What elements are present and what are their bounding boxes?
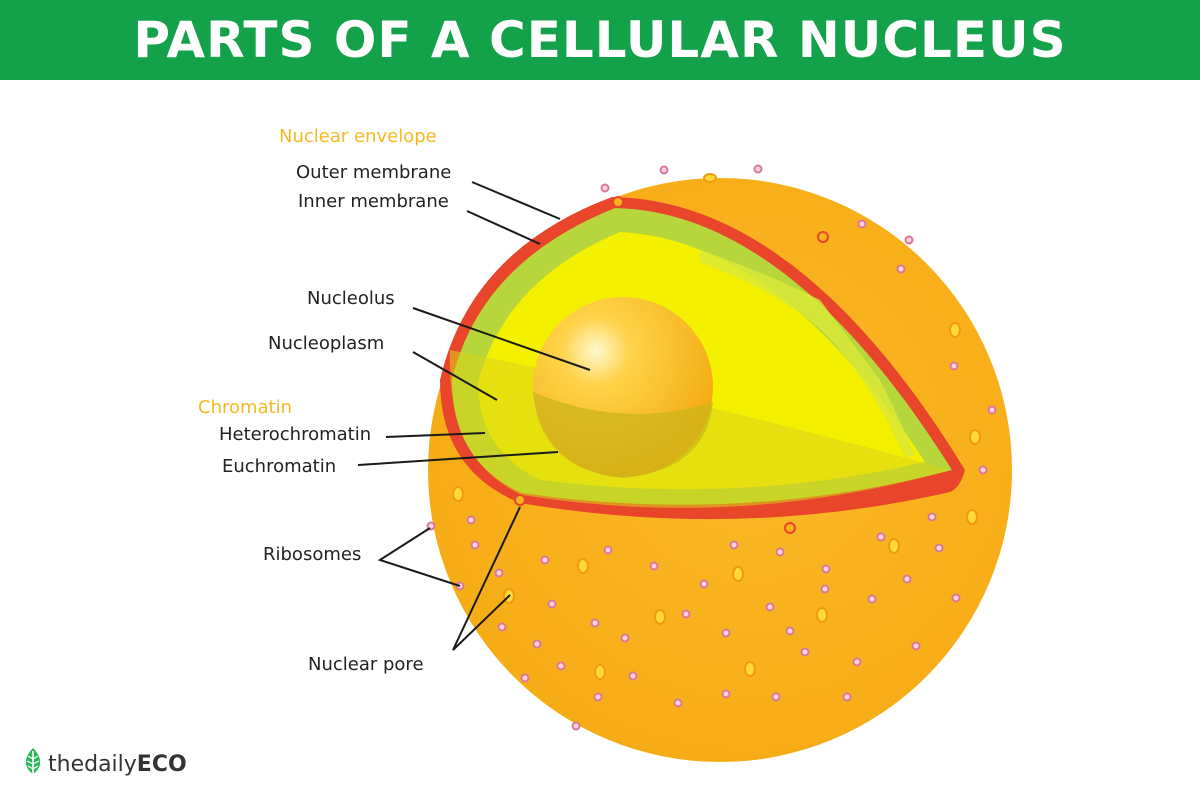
label-inner-membrane: Inner membrane bbox=[298, 191, 449, 212]
label-ribosomes: Ribosomes bbox=[263, 544, 361, 565]
ribosomes-group bbox=[426, 164, 997, 731]
header-banner: PARTS OF A CELLULAR NUCLEUS bbox=[0, 0, 1200, 80]
nuclear-pore bbox=[514, 494, 526, 506]
nucleolus-shadow bbox=[533, 392, 713, 478]
brand-name: thedailyECO bbox=[48, 751, 187, 777]
label-nuclear-envelope: Nuclear envelope bbox=[279, 126, 437, 147]
leaf-icon bbox=[25, 748, 41, 780]
label-outer-membrane: Outer membrane bbox=[296, 162, 451, 183]
nucleus-diagram: Nuclear envelope Outer membrane Inner me… bbox=[198, 126, 1012, 762]
label-nuclear-pore: Nuclear pore bbox=[308, 654, 424, 675]
label-nucleoplasm: Nucleoplasm bbox=[268, 333, 384, 354]
pores-group bbox=[452, 173, 981, 680]
label-nucleolus: Nucleolus bbox=[307, 288, 395, 309]
leader-lines bbox=[357, 181, 591, 651]
nuclear-pore bbox=[784, 522, 796, 534]
nuclear-pore bbox=[612, 196, 624, 208]
label-heterochromatin: Heterochromatin bbox=[219, 424, 371, 445]
nuclear-pore bbox=[817, 231, 829, 243]
label-euchromatin: Euchromatin bbox=[222, 456, 336, 477]
brand-logo: thedailyECO bbox=[22, 744, 187, 784]
page-title: PARTS OF A CELLULAR NUCLEUS bbox=[133, 11, 1067, 69]
label-chromatin: Chromatin bbox=[198, 397, 292, 418]
